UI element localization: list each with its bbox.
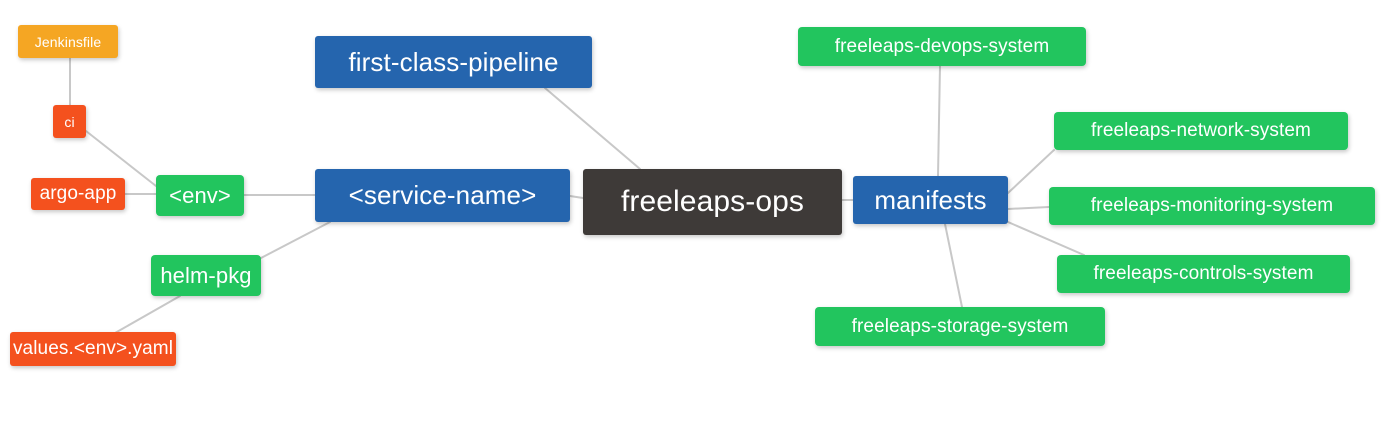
node-label: freeleaps-ops — [620, 185, 805, 218]
node-label: manifests — [874, 184, 987, 215]
node-label: first-class-pipeline — [348, 46, 559, 77]
mindmap-node-values-yaml[interactable]: values.<env>.yaml — [10, 332, 176, 366]
mindmap-node-manifests[interactable]: manifests — [853, 176, 1008, 224]
edge-values-yaml-to-helm-pkg — [114, 295, 181, 334]
node-label: Jenkinsfile — [34, 33, 102, 50]
edge-manifests-to-network-system — [1007, 149, 1055, 194]
edge-helm-pkg-to-service-name — [260, 221, 331, 259]
mindmap-node-network-system[interactable]: freeleaps-network-system — [1054, 112, 1348, 150]
mindmap-node-helm-pkg[interactable]: helm-pkg — [151, 255, 261, 296]
mindmap-node-storage-system[interactable]: freeleaps-storage-system — [815, 307, 1105, 346]
node-label: values.<env>.yaml — [12, 338, 174, 359]
edge-service-name-to-freeleaps-ops — [569, 195, 584, 199]
node-label: argo-app — [39, 183, 117, 204]
mindmap-node-first-class-pipeline[interactable]: first-class-pipeline — [315, 36, 592, 88]
node-label: freeleaps-network-system — [1091, 120, 1311, 141]
mindmap-node-service-name[interactable]: <service-name> — [315, 169, 570, 222]
edge-manifests-to-storage-system — [944, 223, 963, 308]
node-label: freeleaps-controls-system — [1093, 263, 1314, 284]
node-label: <env> — [169, 182, 231, 208]
node-label: <service-name> — [348, 180, 537, 210]
node-label: freeleaps-monitoring-system — [1090, 195, 1334, 216]
mindmap-node-ci[interactable]: ci — [53, 105, 86, 138]
node-label: helm-pkg — [160, 262, 252, 288]
edge-manifests-to-monitoring-system — [1007, 206, 1050, 210]
mindmap-node-monitoring-system[interactable]: freeleaps-monitoring-system — [1049, 187, 1375, 225]
node-label: freeleaps-devops-system — [834, 35, 1050, 57]
node-label: freeleaps-storage-system — [851, 315, 1069, 337]
mindmap-node-jenkinsfile[interactable]: Jenkinsfile — [18, 25, 118, 58]
mindmap-node-controls-system[interactable]: freeleaps-controls-system — [1057, 255, 1350, 293]
edge-manifests-to-devops-system — [937, 65, 941, 177]
mindmap-node-env[interactable]: <env> — [156, 175, 244, 216]
mindmap-node-freeleaps-ops[interactable]: freeleaps-ops — [583, 169, 842, 235]
edge-first-class-pipeline-to-freeleaps-ops — [544, 87, 641, 170]
mindmap-node-argo-app[interactable]: argo-app — [31, 178, 125, 210]
mindmap-node-devops-system[interactable]: freeleaps-devops-system — [798, 27, 1086, 66]
node-label: ci — [64, 113, 75, 130]
edge-manifests-to-controls-system — [1007, 221, 1085, 256]
